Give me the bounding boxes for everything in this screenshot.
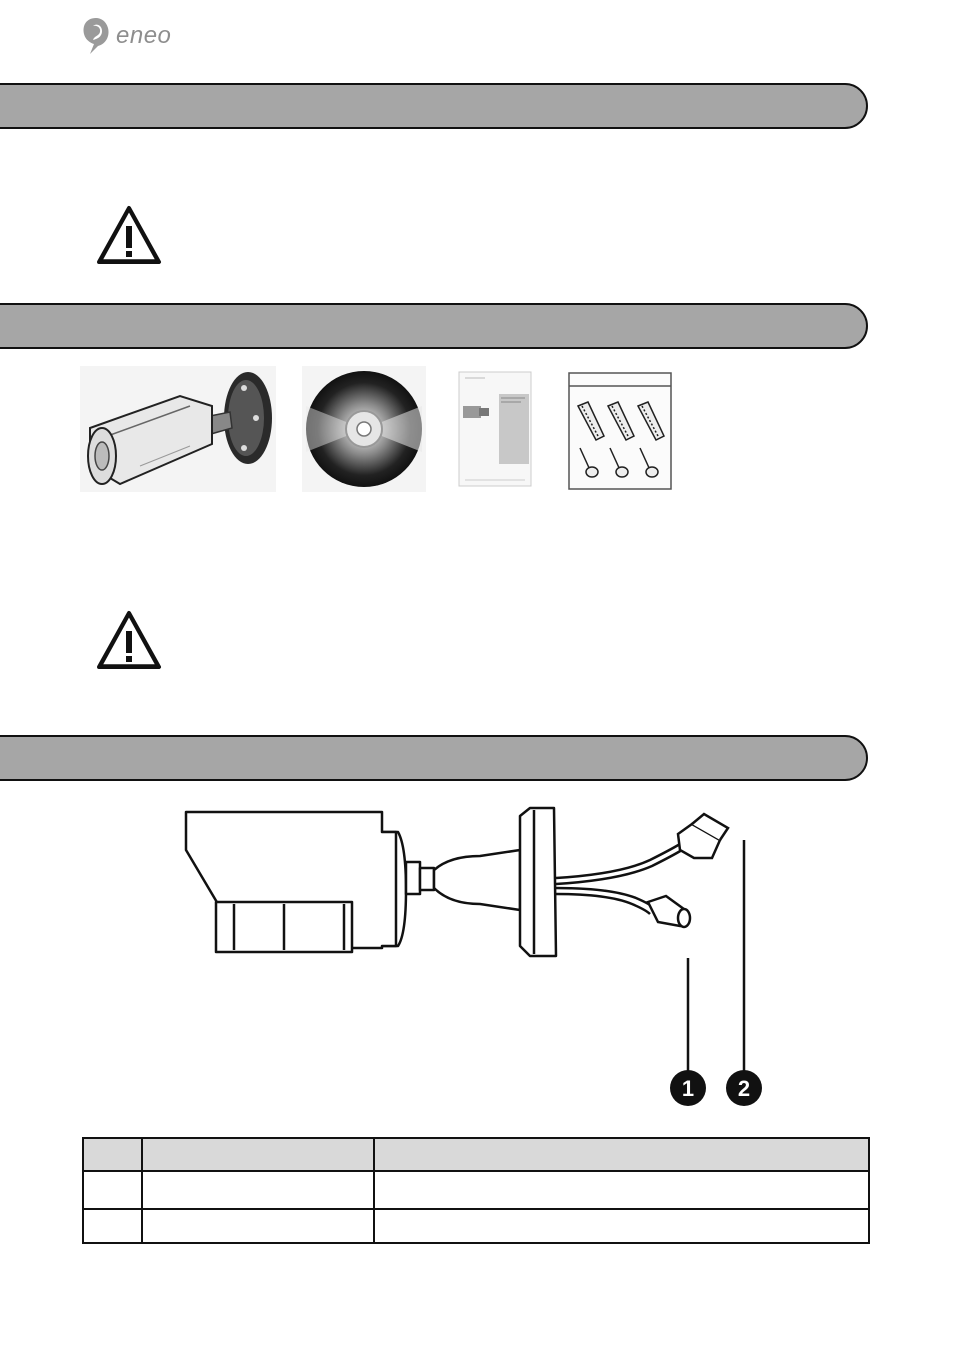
callout-1-label: 1 [682, 1076, 694, 1101]
camera-parts-diagram: 1 2 [184, 806, 762, 1106]
callout-2-label: 2 [738, 1076, 750, 1101]
table-row [82, 1170, 870, 1210]
eneo-logo-icon [83, 18, 109, 54]
table-cell [373, 1170, 870, 1210]
column-header-name [141, 1137, 375, 1172]
quick-guide-booklet-icon [458, 371, 532, 487]
table-header-row [82, 1137, 870, 1172]
column-header-description [373, 1137, 870, 1172]
bullet-camera-icon [80, 366, 276, 492]
table-cell [141, 1208, 375, 1244]
column-header-no [82, 1137, 143, 1172]
warning-triangle-icon [97, 611, 161, 669]
screws-anchors-bag-icon [568, 372, 672, 490]
table-cell [141, 1170, 375, 1210]
section-bar-3 [0, 735, 868, 781]
eneo-logo: eneo [80, 16, 171, 56]
table-cell [82, 1208, 143, 1244]
warning-triangle-icon [97, 206, 161, 264]
table-row [82, 1208, 870, 1244]
callout-2-marker [726, 1070, 762, 1106]
table-cell [373, 1208, 870, 1244]
section-bar-1 [0, 83, 868, 129]
section-bar-2 [0, 303, 868, 349]
brand-name: eneo [116, 22, 172, 49]
parts-table [82, 1137, 870, 1244]
table-cell [82, 1170, 143, 1210]
cd-disc-icon [302, 366, 426, 492]
callout-1-marker [670, 1070, 706, 1106]
